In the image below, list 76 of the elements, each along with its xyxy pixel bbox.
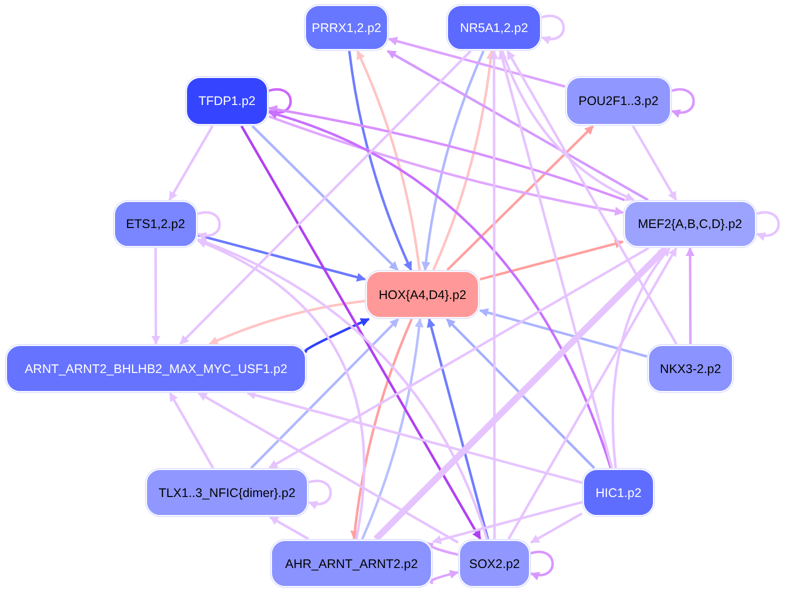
self-loop-arrow (308, 480, 332, 509)
node-label: ARNT_ARNT2_BHLHB2_MAX_MYC_USF1.p2 (24, 362, 288, 376)
arrow (612, 247, 671, 468)
node-box (366, 271, 479, 318)
arrow (208, 300, 366, 346)
arrow (388, 36, 566, 88)
node-label: HIC1.p2 (596, 486, 642, 500)
arrow (251, 125, 399, 271)
node-box (6, 345, 306, 392)
arrow (480, 239, 624, 280)
arrow (198, 392, 459, 544)
arrow (356, 50, 421, 270)
self-loop-arrow (540, 14, 565, 44)
node-box (447, 5, 541, 50)
self-loop-arrow (530, 550, 554, 580)
arrow (269, 516, 310, 540)
arrow (168, 125, 214, 201)
node-box (271, 540, 432, 587)
node-label: SOX2.p2 (469, 556, 520, 570)
arrow (686, 247, 695, 344)
arrow (479, 308, 648, 358)
arrow (361, 318, 424, 540)
node-label: MEF2{A,B,C,D}.p2 (638, 217, 742, 231)
arrow (198, 234, 366, 282)
arrow (446, 318, 596, 469)
arrow (432, 50, 496, 270)
arrow (168, 392, 214, 469)
self-loop-arrow (196, 211, 221, 240)
node-box (186, 77, 268, 125)
arrow (350, 318, 413, 540)
arrow (386, 50, 649, 202)
arrow (632, 125, 678, 201)
arrow (268, 110, 612, 468)
node-label: TFDP1.p2 (198, 94, 256, 108)
arrow (246, 390, 582, 484)
node-label: TLX1..3_NFIC{dimer}.p2 (158, 486, 296, 500)
node-label: NR5A1,2.p2 (460, 20, 528, 34)
node-box (305, 5, 388, 50)
node-label: POU2F1..3.p2 (578, 94, 658, 108)
node-box (114, 201, 197, 247)
arrow (506, 50, 678, 345)
arrow (151, 248, 160, 345)
node-label: HOX{A4,D4}.p2 (378, 288, 466, 302)
node-box (459, 540, 530, 587)
arrow (348, 50, 412, 271)
arrow (422, 50, 485, 271)
arrow (498, 50, 614, 468)
arrow (432, 501, 582, 544)
node-label: ETS1,2.p2 (126, 217, 186, 231)
node-box (566, 77, 671, 125)
arrow (490, 50, 498, 539)
arrow (250, 318, 400, 469)
arrow (240, 125, 482, 540)
node-label: PRRX1,2.p2 (312, 20, 382, 34)
arrow (446, 125, 594, 271)
arrow (268, 105, 625, 202)
arrow (197, 240, 366, 540)
self-loop-arrow (756, 211, 780, 240)
arrow (374, 246, 668, 542)
node-box (583, 469, 654, 516)
node-box (624, 201, 756, 247)
node-box (146, 469, 308, 516)
arrow (268, 115, 624, 216)
arrow (508, 247, 678, 540)
arrow (426, 318, 490, 540)
arrow (501, 50, 635, 202)
arrow (304, 318, 370, 353)
self-loop-arrow (670, 88, 695, 118)
arrow (197, 238, 488, 540)
arrow (530, 512, 583, 544)
node-label: NKX3-2.p2 (660, 362, 722, 376)
arrow (430, 570, 459, 584)
node-box (648, 345, 733, 392)
arrow (179, 50, 472, 345)
arrow (268, 246, 650, 470)
node-label: AHR_ARNT_ARNT2.p2 (285, 556, 418, 570)
